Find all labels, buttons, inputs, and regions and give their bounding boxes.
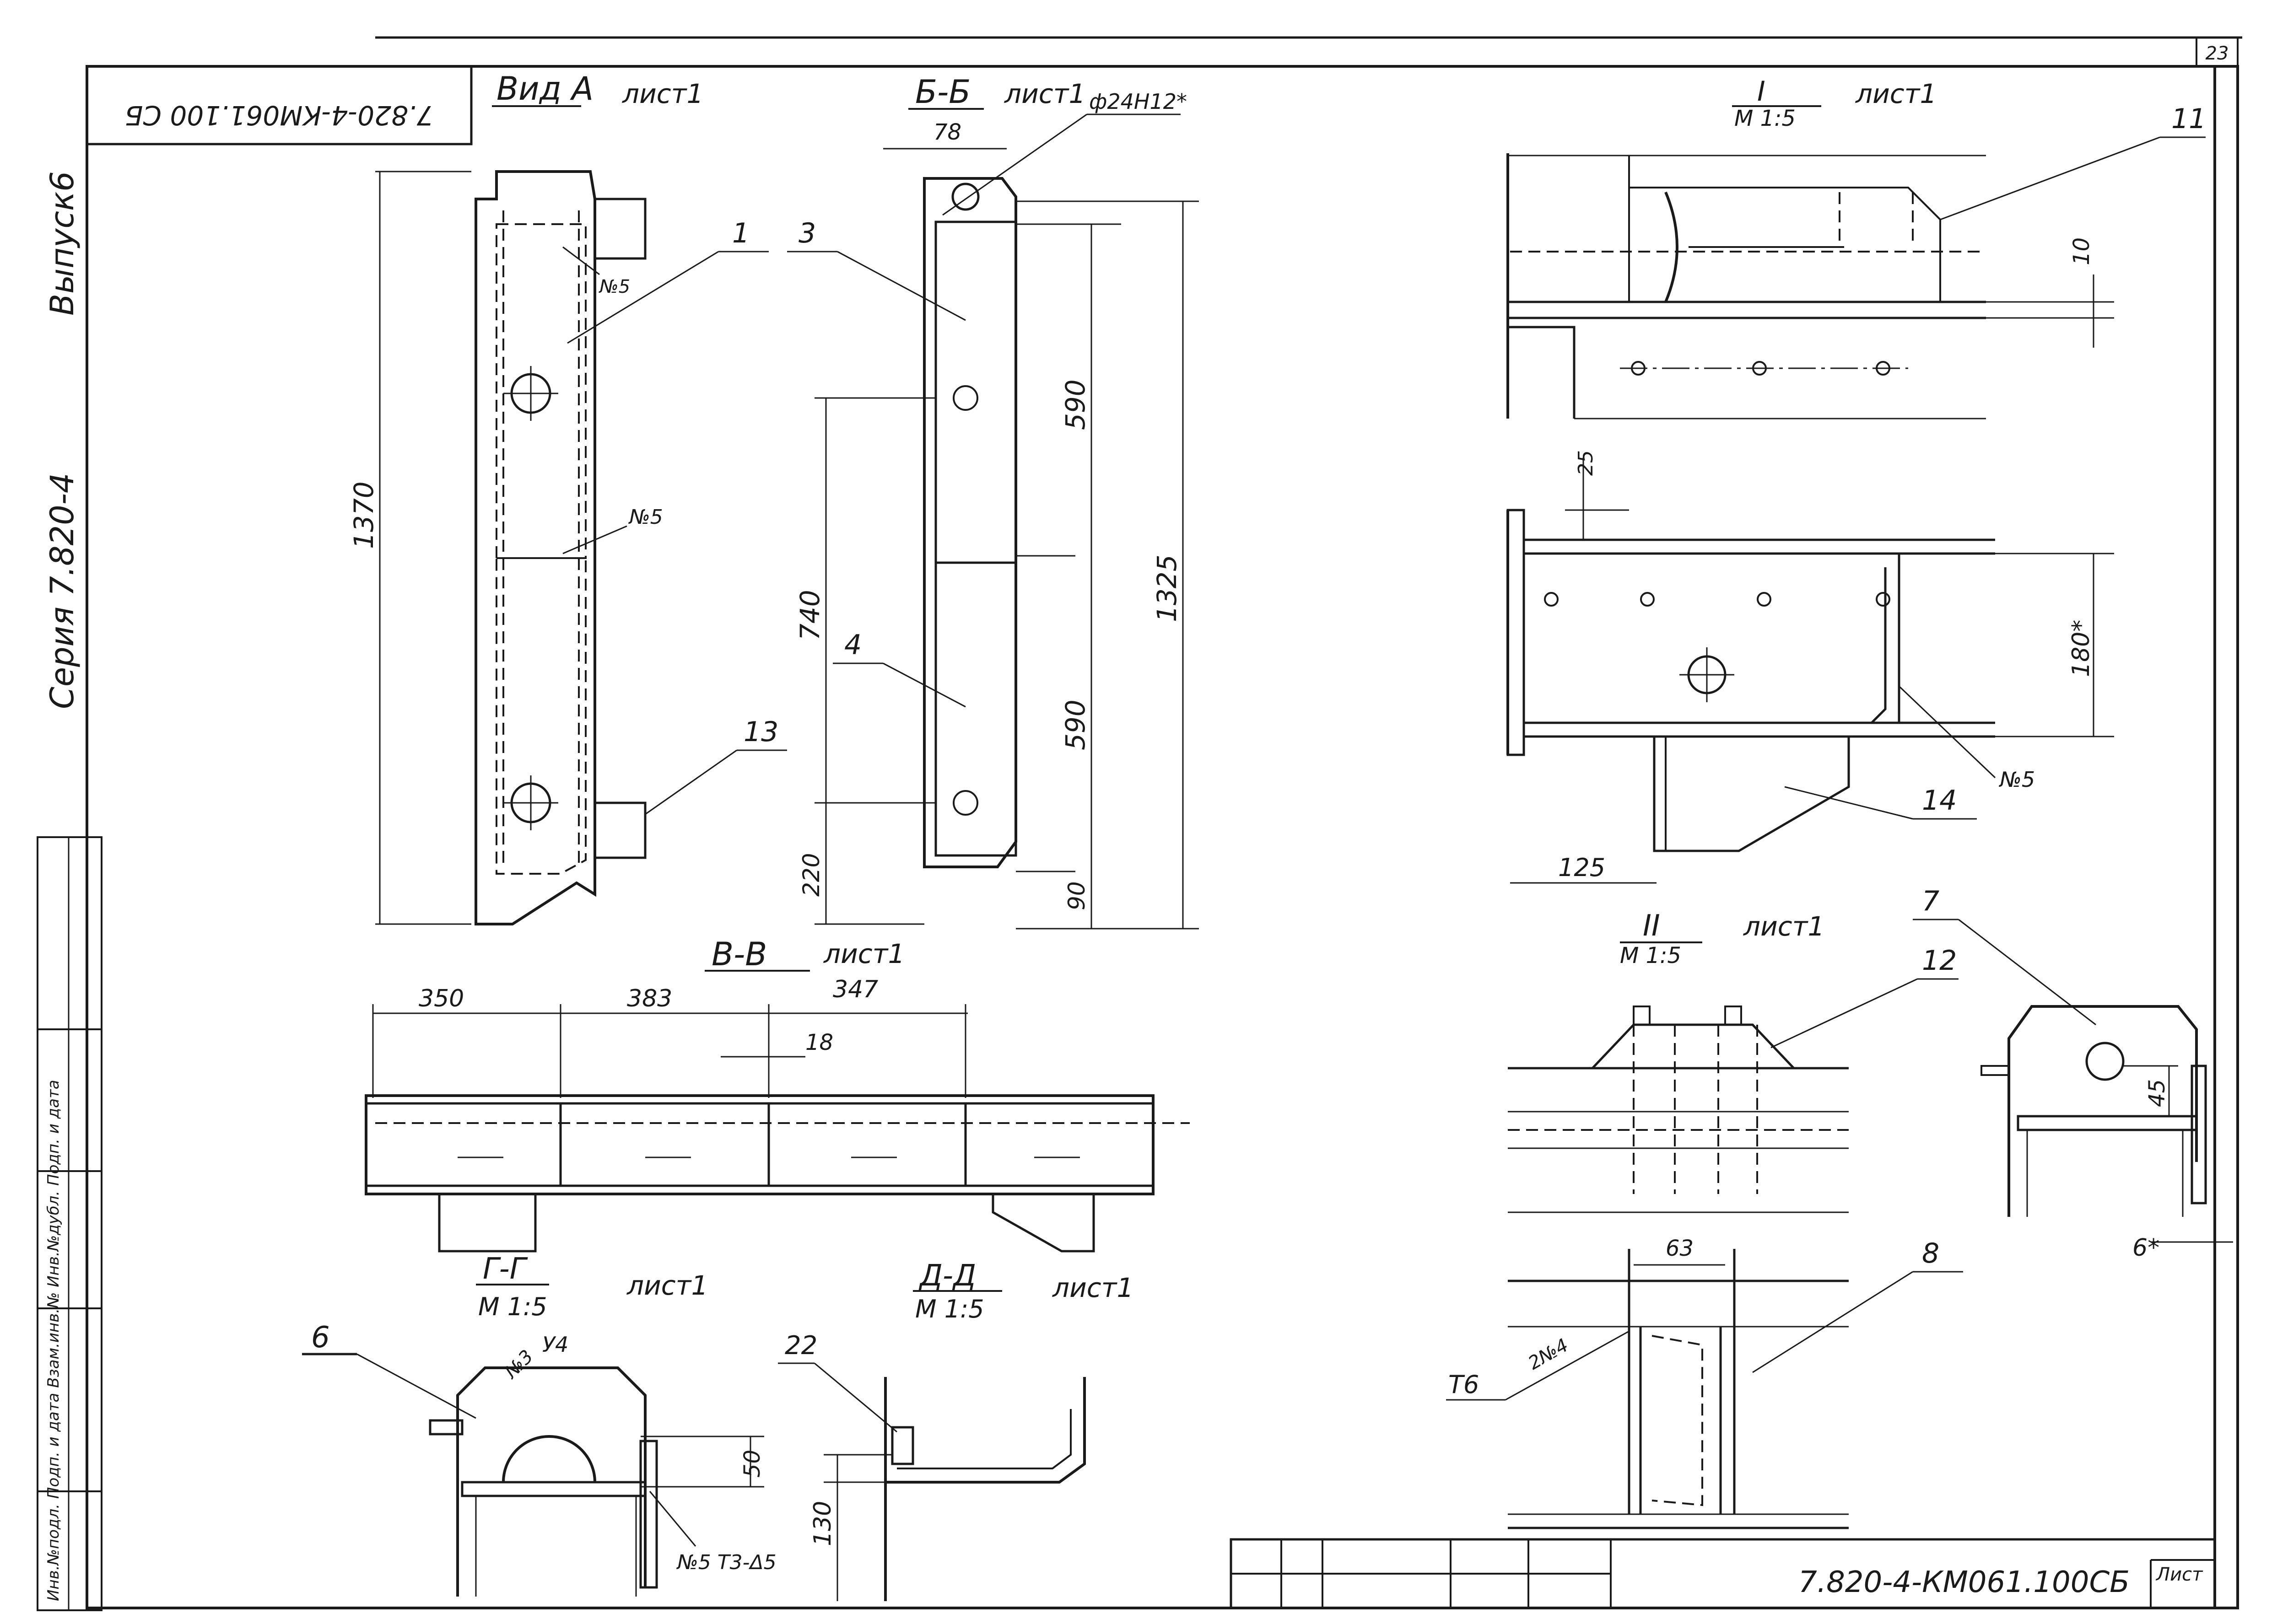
detail-2-title: II [1643, 909, 1660, 943]
stamp-text: Инв.№подл. Подп. и дата Взам.инв.№ Инв.№… [44, 1080, 63, 1601]
view-a-sheet: лист1 [622, 78, 703, 109]
detail-1-scale: М 1:5 [1734, 106, 1796, 131]
section-v-v: В-В лист1 350 383 347 18 [365, 936, 1190, 1253]
pos-8: 8 [1922, 1237, 1939, 1269]
dim-383: 383 [627, 985, 672, 1012]
section-d-d-scale: М 1:5 [915, 1295, 984, 1323]
dim-350: 350 [419, 985, 464, 1012]
section-b-b-sheet: лист1 [1004, 78, 1085, 109]
detail-1-section: 25 180* 125 №5 14 [1506, 450, 2114, 884]
sheet-label: Лист [2155, 1564, 2203, 1585]
section-b-b: Б-Б лист1 ф24Н12* 78 590 590 90 1325 740… [787, 73, 1199, 930]
pos-13: 13 [744, 716, 778, 748]
weld-5b: №5 [628, 505, 663, 529]
dim-63: 63 [1666, 1236, 1694, 1261]
pos-4: 4 [844, 629, 862, 661]
dim-130: 130 [809, 1501, 836, 1546]
pos-3: 3 [799, 217, 816, 249]
pos-6: 6 [311, 1321, 330, 1355]
weld-y4: У4 [542, 1332, 568, 1357]
sheet-frame: 23 7.820-4-КМ061.100 СБ Выпуск6 Серия 7.… [37, 36, 2242, 1611]
dim-50: 50 [739, 1450, 765, 1478]
section-v-v-sheet: лист1 [823, 938, 905, 969]
page-number: 23 [2206, 43, 2229, 64]
weld-5a: №5 [599, 276, 630, 297]
dim-220: 220 [798, 853, 825, 897]
dim-590b: 590 [1060, 699, 1091, 750]
dim-1370: 1370 [348, 481, 379, 549]
dim-18: 18 [805, 1030, 833, 1055]
dim-180: 180* [2067, 620, 2095, 677]
dim-740: 740 [794, 590, 826, 640]
dim-125: 125 [1558, 853, 1605, 882]
detail-1: I М 1:5 лист1 11 10 [1506, 75, 2206, 419]
dim-347: 347 [833, 976, 878, 1003]
detail-2-scale: М 1:5 [1620, 943, 1681, 968]
view-a: Вид А лист1 1370 №5 №5 1 13 [348, 70, 787, 925]
title-block: 7.820-4-КМ061.100СБ Лист [1230, 1538, 2216, 1609]
detail-1-sheet: лист1 [1855, 78, 1937, 109]
series-side-text: Серия 7.820-4 [43, 473, 81, 709]
detail-2: II М 1:5 лист1 12 63 Т6 2№4 [1446, 909, 1963, 1529]
weld-5c: №5 [1998, 767, 2035, 792]
section-v-v-title: В-В [712, 936, 767, 973]
pos-1: 1 [732, 217, 750, 249]
pos-7: 7 [1922, 885, 1939, 917]
issue-side-text: Выпуск6 [43, 171, 81, 316]
weld-t6: Т6 [1448, 1370, 1479, 1399]
dim-25: 25 [1574, 450, 1597, 476]
dim-45: 45 [2144, 1079, 2170, 1107]
stamp-strip: Инв.№подл. Подп. и дата Взам.инв.№ Инв.№… [37, 836, 103, 1611]
pos-14: 14 [1922, 785, 1957, 817]
code-box [86, 65, 473, 145]
section-d-d: Д-Д М 1:5 лист1 22 130 [778, 1259, 1133, 1601]
dim-90: 90 [1063, 881, 1090, 910]
section-g-g-title: Г-Г [483, 1252, 528, 1286]
title-block-code: 7.820-4-КМ061.100СБ [1798, 1565, 2130, 1599]
code-rotated: 7.820-4-КМ061.100 СБ [125, 100, 434, 131]
detail-2-sheet: лист1 [1743, 911, 1824, 942]
pos-22: 22 [785, 1331, 817, 1361]
section-g-g: Г-Г М 1:5 лист1 6 №3 У4 50 №5 Т3-Δ5 [302, 1252, 777, 1597]
section-g-g-scale: М 1:5 [478, 1292, 547, 1321]
weld-3: №3 [500, 1346, 537, 1383]
pos-11: 11 [2171, 103, 2206, 135]
pos-12: 12 [1922, 945, 1957, 977]
detail-1-title: I [1757, 75, 1765, 108]
section-g-g-sheet: лист1 [626, 1270, 708, 1301]
section-b-b-title: Б-Б [915, 73, 971, 111]
dim-hole: ф24Н12* [1089, 89, 1187, 114]
view-a-title: Вид А [496, 70, 594, 108]
section-d-d-title: Д-Д [918, 1259, 976, 1293]
section-d-d-sheet: лист1 [1052, 1272, 1133, 1303]
dim-10: 10 [2069, 237, 2094, 265]
weld-2n4: 2№4 [1525, 1335, 1572, 1374]
dim-6: 6* [2132, 1234, 2159, 1262]
dim-78: 78 [934, 119, 961, 145]
weld-t3: №5 Т3-Δ5 [676, 1551, 777, 1574]
detail-pos-7: 7 45 6* [1913, 885, 2233, 1262]
dim-1325: 1325 [1151, 554, 1182, 622]
dim-590a: 590 [1060, 379, 1091, 430]
